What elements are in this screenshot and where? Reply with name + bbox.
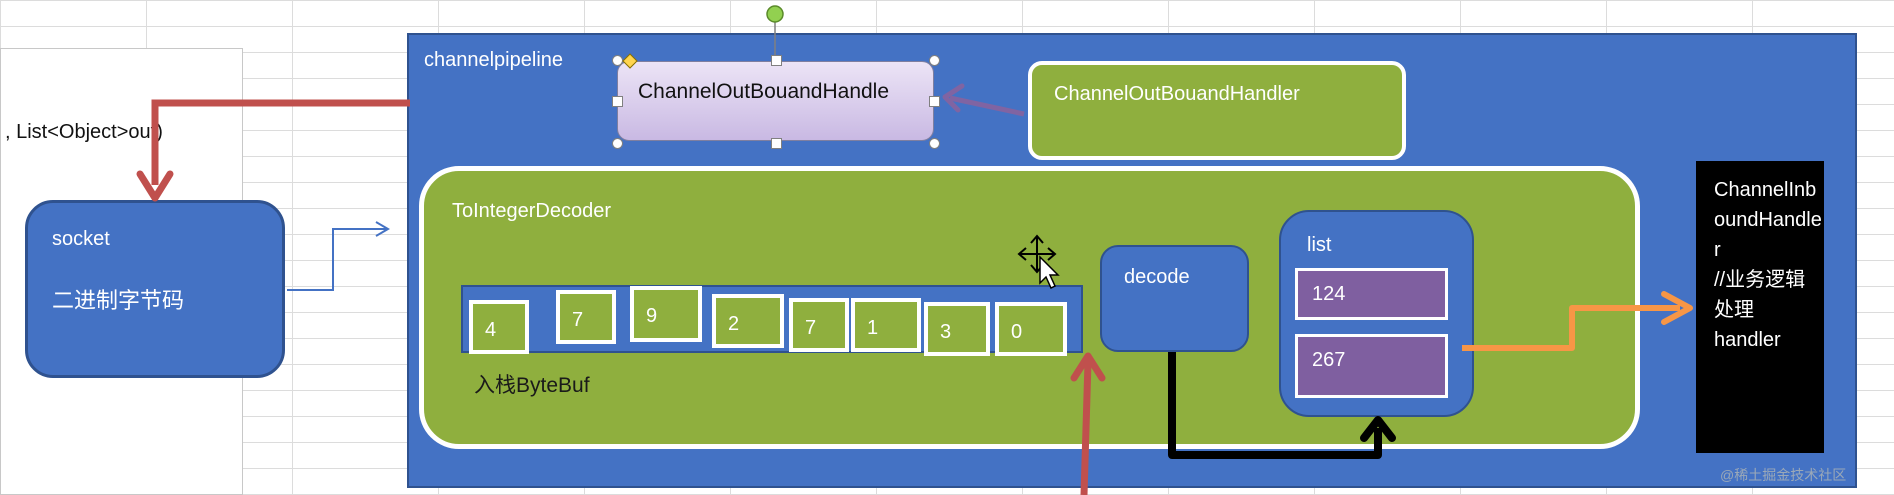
blue-connector-socket [287, 228, 386, 291]
purple-arrowhead-icon [942, 83, 965, 113]
selection-handle[interactable] [929, 138, 940, 149]
inbound-handler[interactable]: ChannelInb oundHandle r //业务逻辑 处理 handle… [1696, 161, 1824, 453]
outbound-handler[interactable]: ChannelOutBouandHandler [1028, 61, 1406, 160]
list-item[interactable]: 267 [1295, 334, 1448, 398]
blue-arrowhead-icon [375, 221, 390, 237]
selection-handle[interactable] [929, 96, 940, 107]
red-arrowhead-icon [136, 170, 174, 202]
selection-handle[interactable] [612, 55, 623, 66]
purple-connector [949, 95, 1025, 117]
watermark: @稀土掘金技术社区 [1720, 467, 1847, 483]
adjust-handle-icon[interactable] [622, 53, 638, 69]
byte-cell[interactable]: 0 [995, 302, 1067, 356]
selection-handle[interactable] [771, 138, 782, 149]
black-arrow-decode-to-list [1168, 352, 1382, 459]
selection-handle[interactable] [771, 55, 782, 66]
inbound-handler-line: ChannelInb [1714, 179, 1817, 201]
byte-cell[interactable]: 3 [924, 302, 990, 356]
inbound-handler-line: r [1714, 239, 1721, 261]
socket-title: socket [52, 228, 110, 250]
decoder-title: ToIntegerDecoder [452, 200, 611, 222]
list-item[interactable]: 124 [1295, 268, 1448, 320]
socket-subtitle: 二进制字节码 [52, 288, 185, 313]
outbound-handler-label: ChannelOutBouandHandler [1054, 83, 1300, 105]
red-arrow-to-socket [151, 99, 410, 185]
black-arrowhead-icon [1360, 416, 1396, 442]
move-cursor-icon [1017, 234, 1060, 290]
byte-cell[interactable]: 9 [630, 286, 702, 342]
inbound-handler-line: handler [1714, 329, 1781, 351]
orange-arrow-list-to-handler [1462, 305, 1680, 351]
byte-cell[interactable]: 7 [556, 290, 616, 344]
byte-cell[interactable]: 2 [712, 294, 784, 348]
selection-handle[interactable] [612, 138, 623, 149]
decode-box[interactable]: decode [1100, 245, 1249, 352]
byte-cell[interactable]: 4 [469, 300, 529, 354]
byte-cell[interactable]: 7 [789, 298, 849, 352]
pipeline-title: channelpipeline [424, 49, 564, 71]
bytebuf-label: 入栈ByteBuf [474, 374, 590, 397]
inbound-handler-line: oundHandle [1714, 209, 1822, 231]
rotation-handle-icon[interactable] [766, 5, 784, 23]
selection-handle[interactable] [929, 55, 940, 66]
outbound-handler-selected-label: ChannelOutBouandHandle [638, 80, 890, 103]
red-arrowhead-icon [1070, 352, 1106, 382]
red-arrow-into-decoder [1080, 361, 1092, 495]
inbound-handler-line: 处理 [1714, 299, 1754, 321]
outbound-handler-selected[interactable]: ChannelOutBouandHandle [617, 61, 934, 141]
decode-label: decode [1124, 266, 1190, 288]
socket-box[interactable]: socket 二进制字节码 [25, 200, 285, 378]
list-title: list [1307, 234, 1332, 256]
inbound-handler-line: //业务逻辑 [1714, 269, 1806, 291]
code-snippet: , List<Object>out) [5, 121, 163, 143]
byte-cell[interactable]: 1 [851, 298, 921, 352]
orange-arrowhead-icon [1661, 291, 1693, 325]
selection-handle[interactable] [612, 96, 623, 107]
